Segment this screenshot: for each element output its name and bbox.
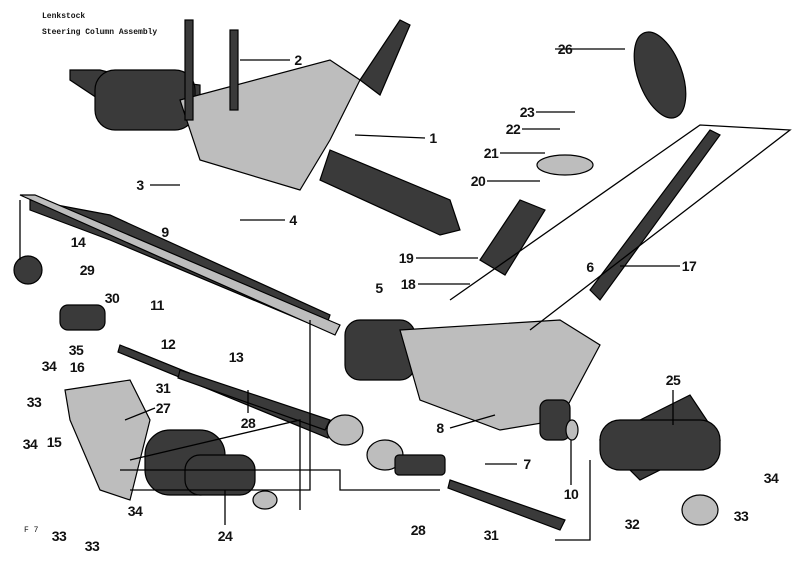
- callout-6: 6: [586, 259, 594, 275]
- callout-5: 5: [375, 280, 383, 296]
- callout-34: 34: [22, 436, 38, 452]
- callout-33: 33: [733, 508, 749, 524]
- callout-16: 16: [69, 359, 85, 375]
- callout-34: 34: [763, 470, 779, 486]
- callout-33: 33: [84, 538, 100, 554]
- callout-28: 28: [410, 522, 426, 538]
- callout-29: 29: [79, 262, 95, 278]
- tie-rods-and-boots: [13, 255, 721, 531]
- callout-33: 33: [26, 394, 42, 410]
- callout-33: 33: [51, 528, 67, 544]
- callout-11: 11: [150, 297, 164, 313]
- callout-21: 21: [483, 145, 499, 161]
- callout-23: 23: [519, 104, 535, 120]
- assembly-guide-lines: [19, 124, 792, 541]
- callout-31: 31: [483, 527, 499, 543]
- callout-31: 31: [155, 380, 171, 396]
- rack-and-tube: [19, 194, 341, 336]
- title-english: Steering Column Assembly: [42, 28, 158, 37]
- callout-24: 24: [217, 528, 233, 544]
- callout-7: 7: [523, 456, 531, 472]
- leader-lines: [124, 48, 680, 525]
- callout-15: 15: [46, 434, 62, 450]
- callout-13: 13: [228, 349, 244, 365]
- callout-35: 35: [68, 342, 84, 358]
- callout-32: 32: [624, 516, 640, 532]
- callout-17: 17: [681, 258, 697, 274]
- steering-box-upper: [69, 19, 461, 236]
- callout-27: 27: [155, 400, 171, 416]
- callout-22: 22: [505, 121, 521, 137]
- callout-34: 34: [41, 358, 57, 374]
- callout-10: 10: [563, 486, 579, 502]
- callout-1: 1: [429, 130, 437, 146]
- callout-9: 9: [161, 224, 169, 240]
- steering-shaft: [479, 31, 721, 301]
- callout-26: 26: [557, 41, 573, 57]
- callout-20: 20: [470, 173, 486, 189]
- callout-4: 4: [289, 212, 297, 228]
- callout-8: 8: [436, 420, 444, 436]
- title-german: Lenkstock: [42, 12, 86, 21]
- callout-30: 30: [104, 290, 120, 306]
- callout-12: 12: [160, 336, 176, 352]
- callout-3: 3: [136, 177, 144, 193]
- figure-mark: F 7: [24, 526, 39, 535]
- callout-14: 14: [70, 234, 86, 250]
- callout-2: 2: [294, 52, 302, 68]
- callout-19: 19: [398, 250, 414, 266]
- callout-25: 25: [665, 372, 681, 388]
- callout-28: 28: [240, 415, 256, 431]
- steering-box-lower: [344, 319, 721, 481]
- callout-18: 18: [400, 276, 416, 292]
- callout-34: 34: [127, 503, 143, 519]
